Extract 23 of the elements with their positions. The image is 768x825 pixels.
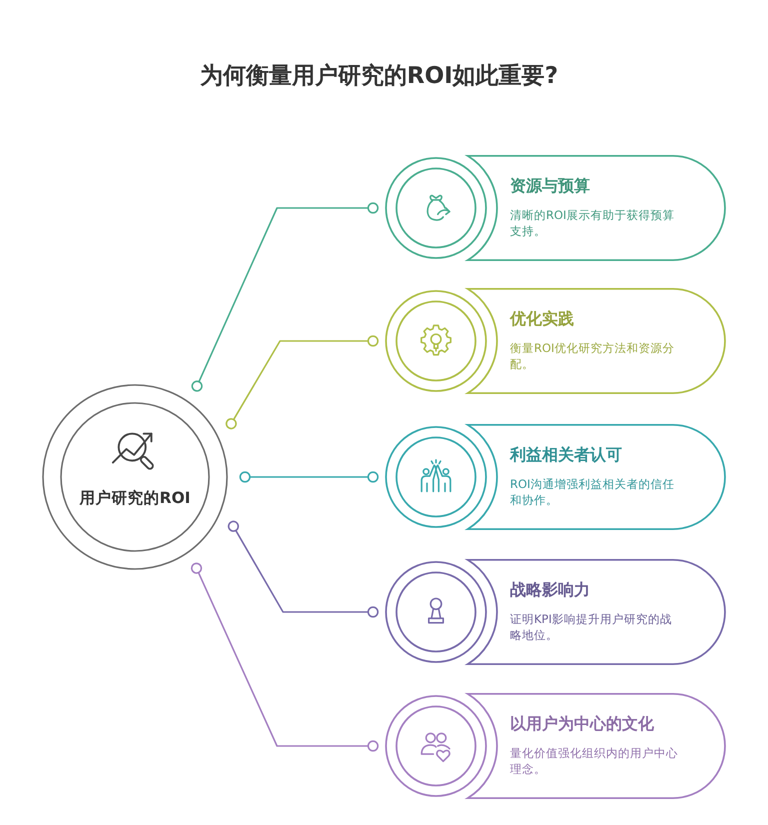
connector (191, 202, 379, 392)
card-description: ROI沟通增强利益相关者的信任和协作。 (510, 476, 676, 508)
card-heading: 以用户为中心的文化 (510, 714, 654, 734)
title: 为何衡量用户研究的ROI如此重要? (198, 62, 560, 91)
pill-card (385, 288, 726, 394)
card-heading: 优化实践 (510, 309, 574, 329)
card-description: 量化价值强化组织内的用户中心理念。 (510, 745, 679, 777)
connector (239, 471, 379, 483)
connector (228, 520, 379, 618)
pill-card (385, 693, 726, 799)
connector (190, 562, 379, 752)
card-description: 证明KPI影响提升用户研究的战略地位。 (510, 611, 673, 643)
card-description: 清晰的ROI展示有助于获得预算支持。 (510, 207, 676, 239)
card-heading: 战略影响力 (510, 580, 590, 600)
hub-label: 用户研究的ROI (78, 488, 192, 509)
pill-card (385, 424, 726, 530)
pill-card (385, 155, 726, 261)
pill-card (385, 559, 726, 665)
hub-circle (42, 384, 228, 570)
connector (226, 335, 379, 430)
card-heading: 资源与预算 (510, 176, 590, 196)
card-heading: 利益相关者认可 (510, 445, 622, 465)
card-description: 衡量ROI优化研究方法和资源分配。 (510, 340, 676, 372)
